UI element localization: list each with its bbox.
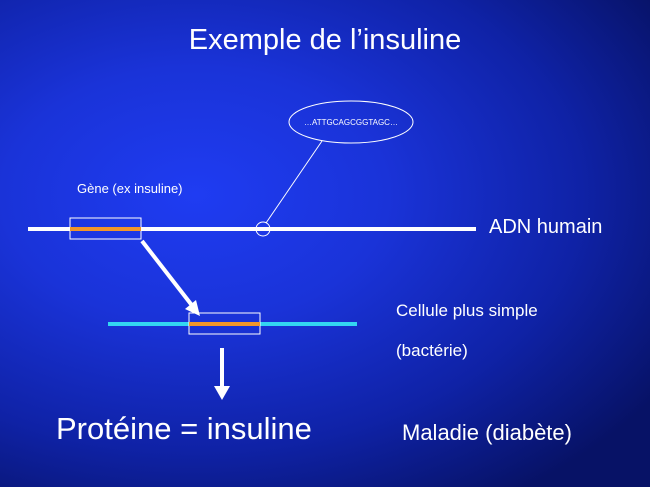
slide-title: Exemple de l’insuline <box>188 24 462 56</box>
dna-sequence-text: …ATTGCAGCGGTAGC… <box>304 117 398 127</box>
disease-label: Maladie (diabète) <box>402 420 572 445</box>
human-dna-label: ADN humain <box>489 216 603 238</box>
transfer-arrow <box>140 239 196 310</box>
transfer-arrowhead <box>185 300 200 316</box>
bacteria-label: (bactérie) <box>396 341 468 360</box>
simple-cell-label: Cellule plus simple <box>396 301 538 320</box>
gene-segment-bacteria <box>188 312 261 335</box>
zoom-circle <box>255 221 271 237</box>
gene-label: Gène (ex insuline) <box>77 181 183 196</box>
expression-arrowhead <box>214 386 230 400</box>
gene-segment-human <box>69 217 142 240</box>
callout-line <box>265 140 323 224</box>
sequence-callout-ellipse <box>288 100 414 144</box>
protein-label: Protéine = insuline <box>56 411 312 446</box>
